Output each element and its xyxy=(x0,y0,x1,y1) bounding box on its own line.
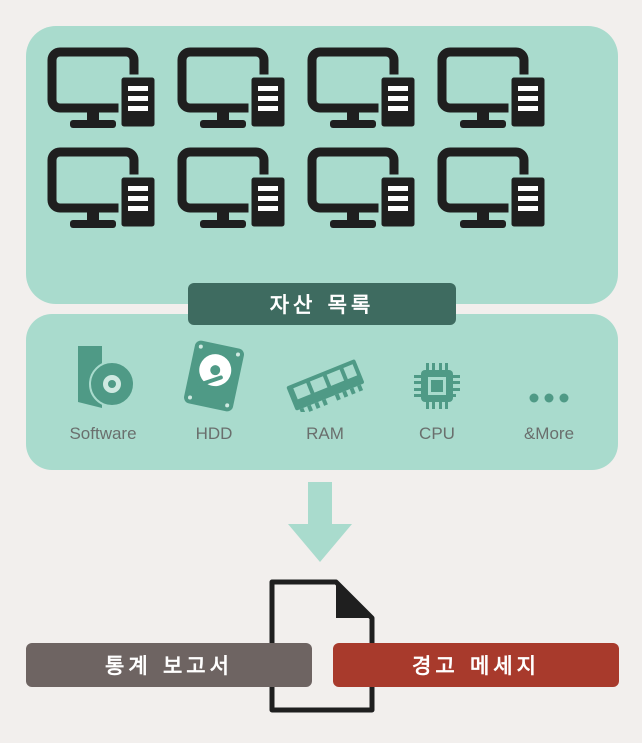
more-dots-icon xyxy=(494,340,604,412)
computer-icon xyxy=(304,46,424,146)
computers-panel xyxy=(26,26,618,304)
computer-grid xyxy=(44,46,604,278)
category-label: HDD xyxy=(195,424,233,443)
hdd-icon xyxy=(159,340,269,412)
category-label: &More xyxy=(523,424,575,443)
statistics-report-label: 통계 보고서 xyxy=(26,643,312,687)
computer-icon xyxy=(44,46,164,146)
computer-icon xyxy=(434,146,554,246)
category-label: RAM xyxy=(306,424,344,443)
computer-icon xyxy=(44,146,164,246)
category-hdd: HDD xyxy=(159,340,269,444)
down-arrow-icon xyxy=(286,482,354,564)
asset-list-label: 자산 목록 xyxy=(188,283,456,325)
warning-message-label: 경고 메세지 xyxy=(333,643,619,687)
computer-icon xyxy=(174,146,294,246)
ram-icon xyxy=(270,340,380,412)
computer-icon xyxy=(304,146,424,246)
category-label: CPU xyxy=(419,424,455,443)
cpu-icon xyxy=(382,340,492,412)
category-ram: RAM xyxy=(270,340,380,444)
category-software: Software xyxy=(48,340,158,444)
software-disc-icon xyxy=(48,340,158,412)
category-label: Software xyxy=(69,424,137,443)
category-cpu: CPU xyxy=(382,340,492,444)
category-more: &More xyxy=(494,340,604,444)
computer-icon xyxy=(174,46,294,146)
computer-icon xyxy=(434,46,554,146)
